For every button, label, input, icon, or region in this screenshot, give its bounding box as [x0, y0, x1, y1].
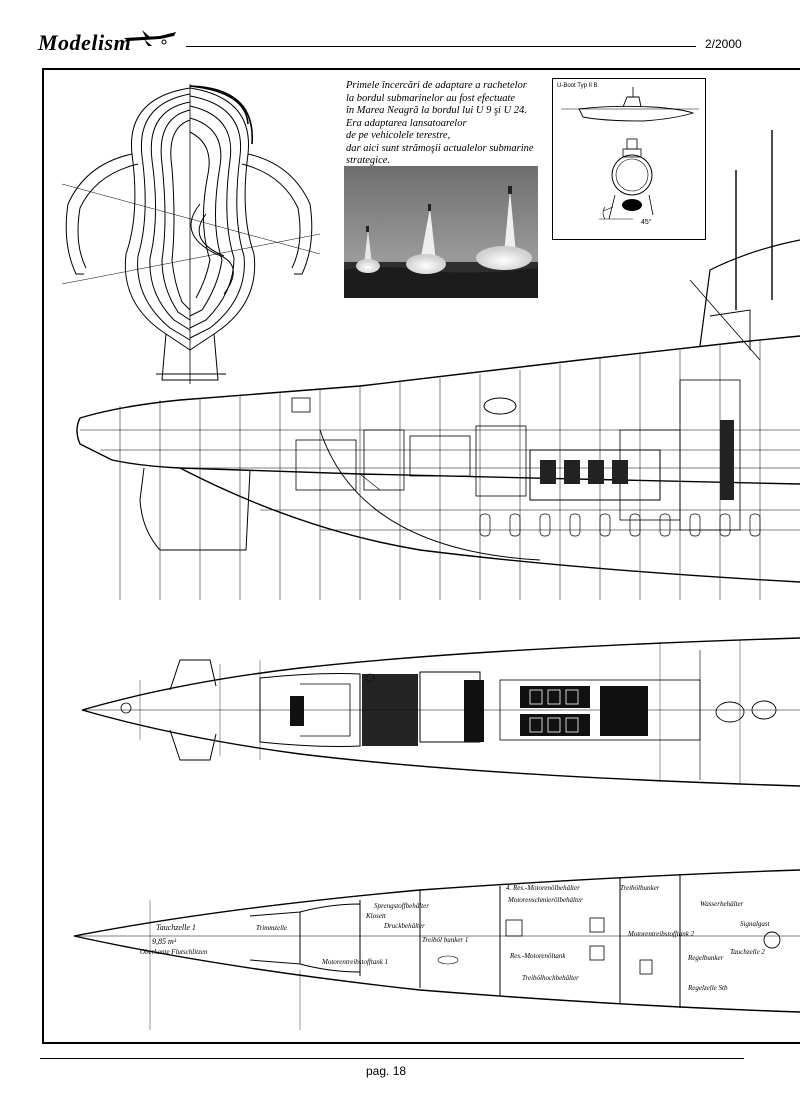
- caption-line: dar aici sunt strămoşii actualelor subma…: [346, 142, 534, 154]
- label-sprengstoff: Sprengstoffbehälter: [374, 902, 429, 910]
- header-rule: [186, 46, 696, 47]
- label-druckbehalter: Druckbehälter: [383, 922, 425, 930]
- caption-line: Primele încercări de adaptare a rachetel…: [346, 80, 527, 91]
- label-tauchzelle-1: Tauchzelle 1: [156, 923, 196, 932]
- caption-line: Era adaptarea lansatoarelor: [346, 117, 467, 129]
- inset-title: U-Boot Typ II B: [557, 83, 598, 89]
- tank-plan-labels: Tauchzelle 1 9,85 m³ Oberkante Flutschli…: [140, 884, 771, 992]
- label-res-motorenol: 4. Res.-Motorenölbehälter: [506, 884, 580, 892]
- label-volume-1: 9,85 m³: [152, 937, 177, 946]
- label-klosett: Klosett: [365, 912, 387, 920]
- label-flutschlitzen: Oberkante Flutschlitzen: [140, 948, 208, 956]
- label-trimmzelle: Trimmzelle: [256, 924, 287, 932]
- label-tauchzelle-2: Tauchzelle 2: [730, 948, 765, 956]
- magazine-logo: Modelism: [38, 30, 132, 55]
- content-frame: [42, 68, 800, 1044]
- side-profile-drawing: [76, 130, 800, 600]
- label-motorentreibstofftank-2: Motorentreibstofftank 2: [627, 930, 695, 938]
- label-res-motorenoltank: Res.-Motorenöltank: [509, 952, 566, 960]
- label-regelbunker: Regelbunker: [687, 954, 724, 962]
- caption-line: strategice.: [346, 155, 391, 166]
- issue-number: 2/2000: [705, 37, 742, 51]
- missile-launch-photo: [344, 166, 538, 298]
- label-treibolbunker: Treibölbunker: [620, 884, 660, 892]
- logo-airplane-icon: [124, 30, 176, 46]
- caption-line: de pe vehicolele terestre,: [346, 130, 451, 141]
- caption-line: la bordul submarinelor au fost efectuate: [346, 92, 516, 104]
- page-number: pag. 18: [366, 1064, 407, 1078]
- caption-line: în Marea Neagră la bordul lui U 9 şi U 2…: [346, 105, 527, 116]
- photo-caption: Primele încercări de adaptare a rachetel…: [346, 80, 546, 168]
- label-treibol-1: Treiböl bunker 1: [422, 936, 468, 944]
- inset-angle-label: 45°: [641, 219, 652, 226]
- label-regelzelle: Regelzelle Stb: [687, 984, 728, 992]
- footer-rule: [40, 1058, 744, 1059]
- label-hochbehalter: Treibölhochbehälter: [522, 974, 579, 982]
- tank-plan-drawing: [73, 869, 800, 1030]
- label-wasserbehalter: Wasserbehälter: [700, 900, 744, 908]
- body-lines-drawing: [61, 84, 321, 384]
- label-motorentreibstofftank-1: Motorentreibstofftank 1: [321, 958, 388, 966]
- label-signalgast: Signalgast: [740, 920, 771, 928]
- inset-diagram: U-Boot Typ II B 45°: [552, 78, 706, 240]
- label-schmierol: Motorenschmierölbehälter: [507, 896, 583, 904]
- top-plan-drawing: [81, 637, 800, 787]
- inset-drawing: [561, 87, 699, 220]
